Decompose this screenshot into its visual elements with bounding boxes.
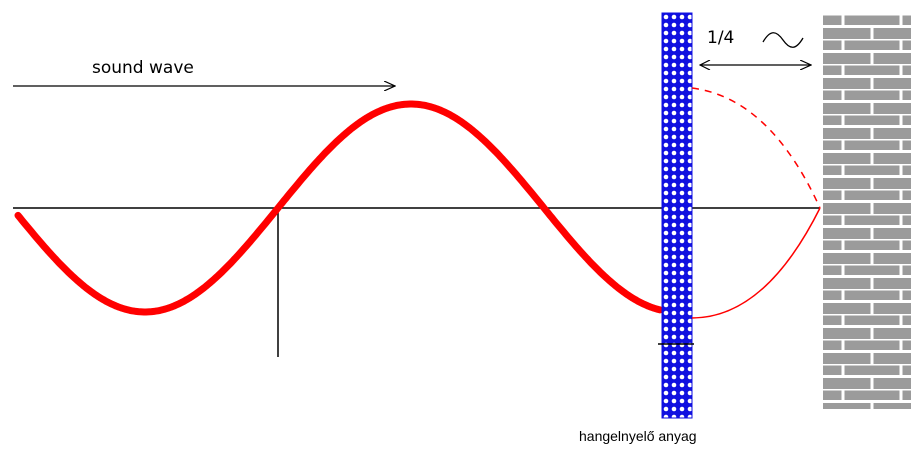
transmitted-wave-curve xyxy=(691,207,821,319)
perforated-absorber-icon xyxy=(661,12,693,419)
absorber-material-label: hangelnyelő anyag xyxy=(579,428,697,444)
reflected-wave-curve xyxy=(691,87,821,209)
sound-wave-curve xyxy=(14,100,664,316)
sound-wave-label: sound wave xyxy=(92,58,194,78)
wavelength-symbol-icon xyxy=(762,32,804,48)
quarter-wavelength-label: 1/4 xyxy=(707,28,735,48)
brick-wall-icon xyxy=(823,14,911,409)
